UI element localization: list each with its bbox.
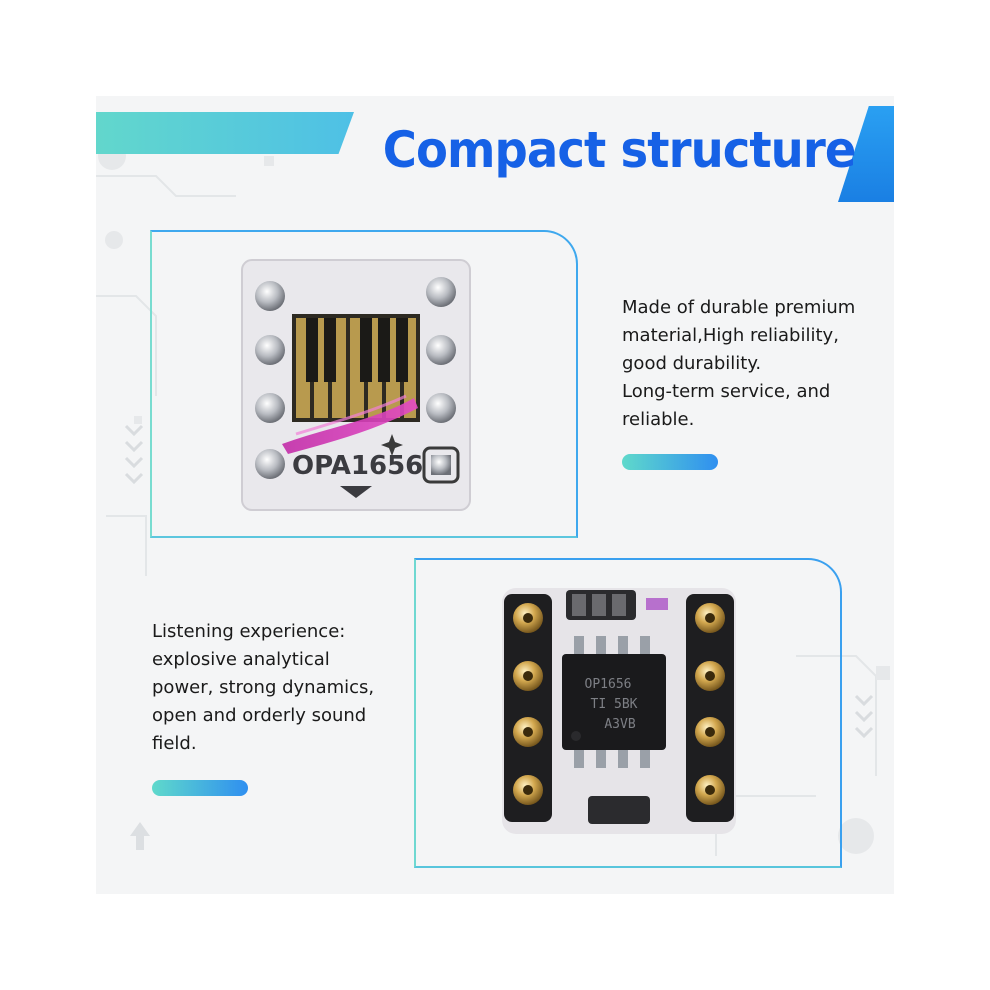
solder-pads [255, 277, 460, 484]
chip-marking-line: A3VB [604, 717, 635, 732]
piano-keys-logo [282, 314, 420, 454]
top-accent-pill [622, 454, 718, 470]
bottom-accent-pill [152, 780, 248, 796]
soic-chip: OP1656 TI 5BK A3VB [562, 636, 666, 768]
bottom-description-line: open and orderly sound [152, 705, 367, 726]
gold-socket-pins [513, 603, 725, 805]
chip-marking-line: TI 5BK [591, 697, 638, 712]
chip-marking-line: OP1656 [585, 677, 632, 692]
board-label: OPA1656 [292, 451, 423, 481]
bottom-description-line: field. [152, 733, 197, 754]
bottom-description-line: power, strong dynamics, [152, 677, 375, 698]
top-description-line: material,High reliability, [622, 325, 839, 346]
product-canvas: Compact structure [96, 96, 894, 894]
top-description-line: Long-term service, and [622, 381, 831, 402]
top-description-line: Made of durable premium [622, 297, 856, 318]
top-description-line: reliable. [622, 409, 695, 430]
top-product-frame [150, 230, 578, 538]
banner-stripe-left [96, 112, 354, 154]
bottom-board-photo: OP1656 TI 5BK A3VB [502, 588, 736, 834]
bottom-product-frame [414, 558, 842, 868]
pin1-marker-icon [340, 486, 372, 498]
sparkle-icon [381, 434, 403, 456]
top-description: Made of durable premium material,High re… [622, 294, 855, 434]
top-board-photo: OPA1656 [241, 259, 471, 511]
page-title: Compact structure [382, 121, 857, 179]
bottom-description-line: Listening experience: [152, 621, 346, 642]
bottom-description-line: explosive analytical [152, 649, 330, 670]
bottom-description: Listening experience: explosive analytic… [152, 618, 374, 758]
top-description-line: good durability. [622, 353, 762, 374]
